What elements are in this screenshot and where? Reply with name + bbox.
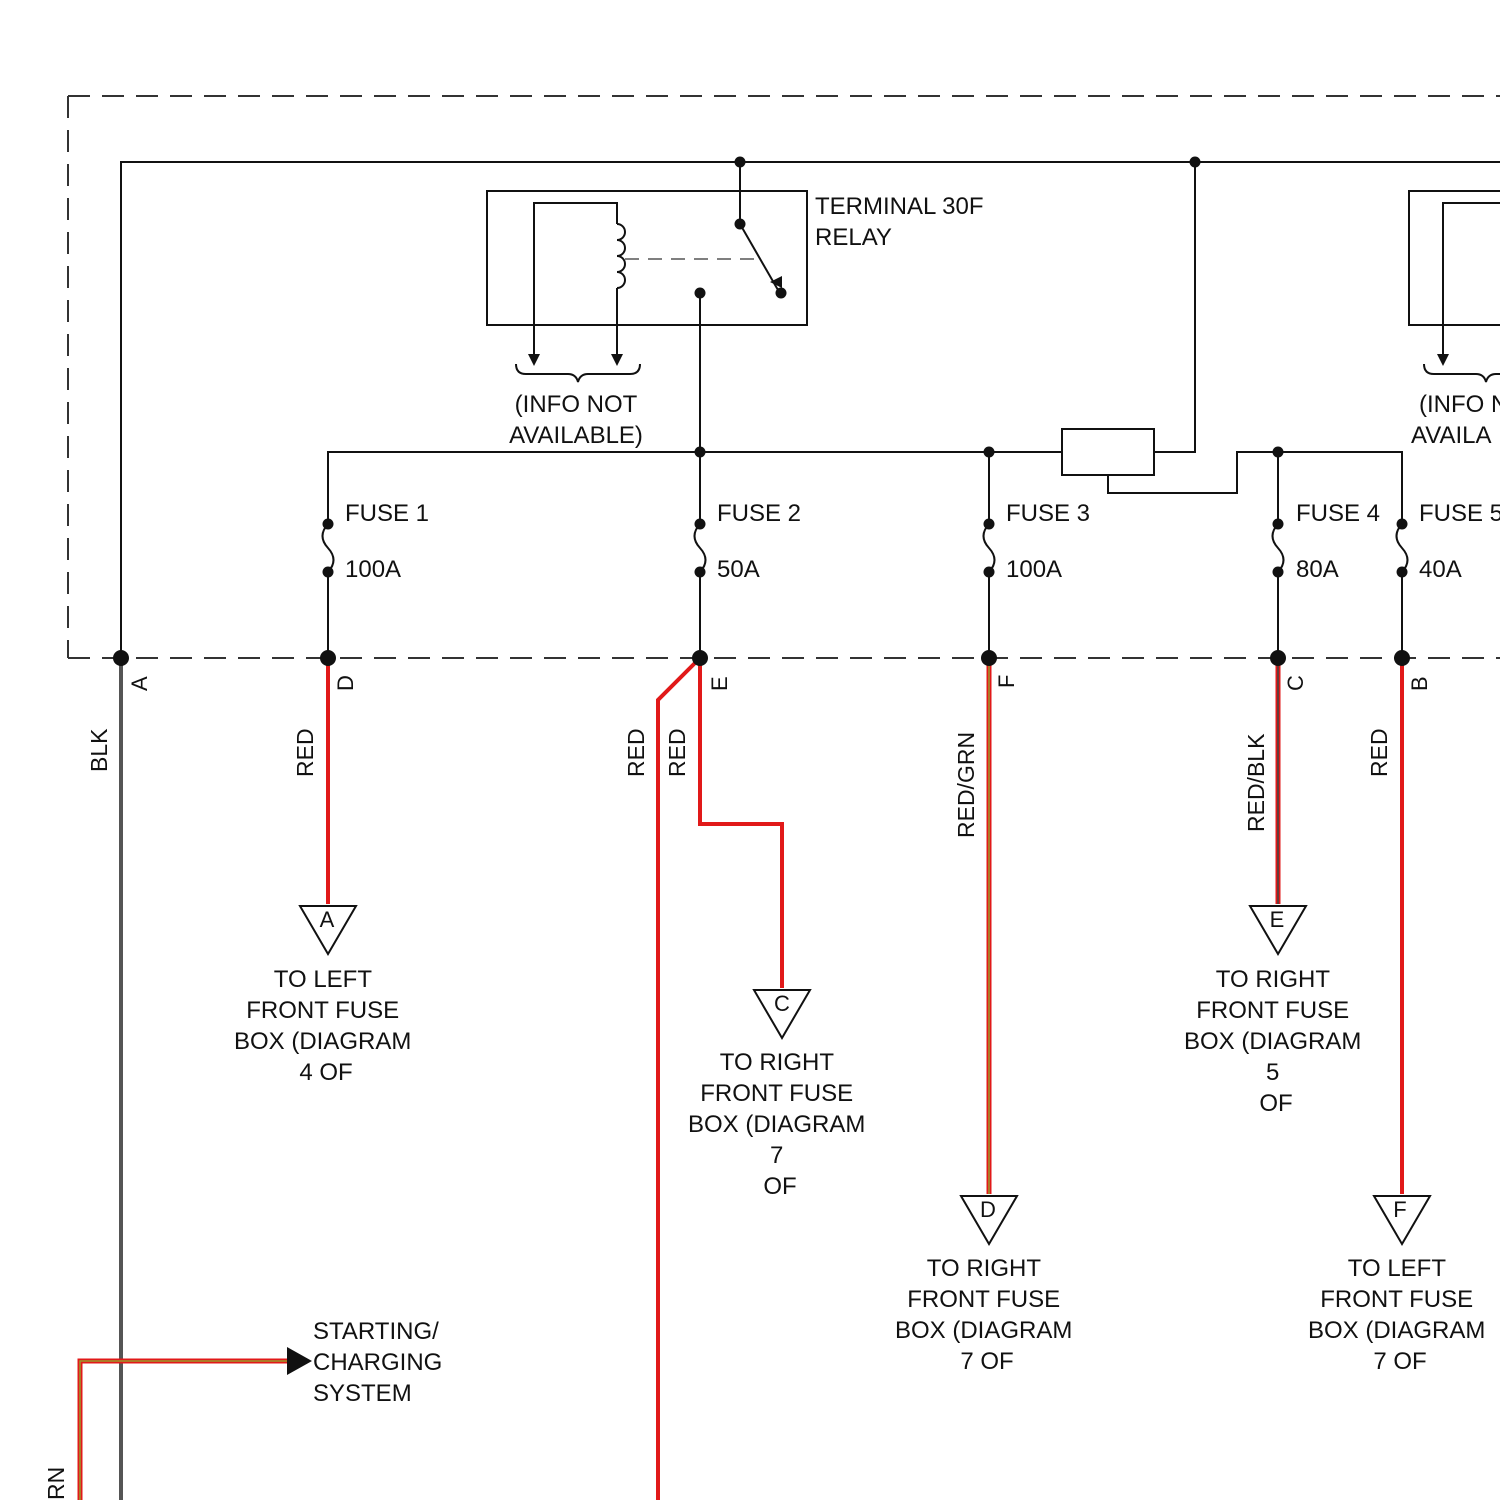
connector-c-line4: 7 — [770, 1142, 783, 1169]
fuse-2: FUSE 2 50A — [692, 500, 801, 583]
wire-bottom-left-label: RN — [43, 1467, 69, 1500]
connector-e-line2: FRONT FUSE — [1196, 997, 1349, 1024]
connector-a-line1: TO LEFT — [274, 966, 373, 993]
connector-e: E TO RIGHT FRONT FUSE BOX (DIAGRAM 5 OF — [1184, 906, 1368, 1117]
connector-d-letter: D — [980, 1197, 996, 1222]
connector-d-line2: FRONT FUSE — [907, 1286, 1060, 1313]
connector-d: D TO RIGHT FRONT FUSE BOX (DIAGRAM 7 OF — [895, 1196, 1079, 1375]
connector-a-line2: FRONT FUSE — [246, 997, 399, 1024]
fuse-4-name: FUSE 4 — [1296, 500, 1380, 527]
connector-c-line3: BOX (DIAGRAM — [688, 1111, 865, 1138]
fuse-2-name: FUSE 2 — [717, 500, 801, 527]
connector-d-line3: BOX (DIAGRAM — [895, 1317, 1072, 1344]
connector-f: F TO LEFT FRONT FUSE BOX (DIAGRAM 7 OF — [1308, 1196, 1492, 1375]
system-line3: SYSTEM — [313, 1380, 412, 1407]
pin-d-label: D — [333, 675, 358, 691]
fuse-4: FUSE 4 80A — [1270, 500, 1380, 583]
external-wires — [80, 658, 1402, 1500]
connector-f-line3: BOX (DIAGRAM — [1308, 1317, 1485, 1344]
starting-charging-system: STARTING/ CHARGING SYSTEM — [313, 1318, 449, 1407]
connector-e-letter: E — [1270, 907, 1285, 932]
svg-text:TO RIGHT FRONT FUSE: TO RIGHT FRONT FUSE BOX (DIAGRAM 7 OF — [895, 1255, 1079, 1375]
second-relay: (INFO N AVAILA — [1409, 191, 1500, 449]
svg-text:TO RIGHT FRONT FUSE: TO RIGHT FRONT FUSE BOX (DIAGRAM 7 OF — [688, 1049, 872, 1200]
fusible-link — [1062, 429, 1154, 475]
connector-d-line1: TO RIGHT — [927, 1255, 1042, 1282]
svg-text:TO LEFT FRONT FUSE: TO LEFT FRONT FUSE BOX (DIAGRAM 4 OF — [234, 966, 418, 1086]
pin-b-label: B — [1407, 676, 1432, 691]
relay-right-info-line2: AVAILA — [1411, 422, 1491, 449]
fuse-5-name: FUSE 5 — [1419, 500, 1500, 527]
relay-name-line2: RELAY — [815, 224, 892, 251]
connector-f-letter: F — [1393, 1197, 1406, 1222]
terminal-30f-relay: TERMINAL 30F RELAY (INFO NOT AVAILABLE) — [487, 162, 983, 452]
connector-c-line5: OF — [763, 1173, 796, 1200]
connector-a-line3: BOX (DIAGRAM — [234, 1028, 411, 1055]
connector-d-line4: 7 OF — [960, 1348, 1013, 1375]
fuse-5-rating: 40A — [1419, 556, 1462, 583]
relay-right-info-line1: (INFO N — [1419, 391, 1500, 418]
fuse-box-outline — [68, 96, 1500, 658]
relay-info-line1: (INFO NOT — [515, 391, 638, 418]
svg-text:STARTING/ CHARGING: STARTING/ CHARGING SYSTEM — [313, 1318, 449, 1407]
connector-c-line2: FRONT FUSE — [700, 1080, 853, 1107]
connector-c: C TO RIGHT FRONT FUSE BOX (DIAGRAM 7 OF — [688, 990, 872, 1200]
fuse-5: FUSE 5 40A — [1394, 500, 1500, 583]
wire-e-right-label: RED — [664, 728, 690, 777]
fuse-1: FUSE 1 100A — [320, 500, 429, 583]
fuse-4-rating: 80A — [1296, 556, 1339, 583]
pin-f-label: F — [994, 675, 1019, 688]
pin-e-label: E — [707, 676, 732, 691]
wire-f-label: RED/GRN — [953, 732, 979, 838]
fuse-3-rating: 100A — [1006, 556, 1062, 583]
svg-text:TO RIGHT FRONT FUSE: TO RIGHT FRONT FUSE BOX (DIAGRAM 5 OF — [1184, 966, 1368, 1117]
fuse-1-rating: 100A — [345, 556, 401, 583]
relay-info-line2: AVAILABLE) — [509, 422, 643, 449]
fuse-3-name: FUSE 3 — [1006, 500, 1090, 527]
fuse-2-rating: 50A — [717, 556, 760, 583]
svg-text:TO LEFT FRONT FUSE: TO LEFT FRONT FUSE BOX (DIAGRAM 7 OF — [1308, 1255, 1492, 1375]
fuse-1-name: FUSE 1 — [345, 500, 429, 527]
connector-a-letter: A — [320, 907, 335, 932]
connector-e-line3: BOX (DIAGRAM — [1184, 1028, 1361, 1055]
connector-c-letter: C — [774, 991, 790, 1016]
fuse-3: FUSE 3 100A — [981, 500, 1090, 583]
wire-b-label: RED — [1366, 728, 1392, 777]
pin-c-label: C — [1283, 675, 1308, 691]
box-pins: A D E F C B — [113, 650, 1432, 691]
wire-c-label: RED/BLK — [1243, 733, 1269, 832]
connector-e-line5: OF — [1259, 1090, 1292, 1117]
wire-e-left-label: RED — [623, 728, 649, 777]
connector-c-line1: TO RIGHT — [720, 1049, 835, 1076]
connector-f-line1: TO LEFT — [1348, 1255, 1447, 1282]
wire-d-label: RED — [292, 728, 318, 777]
connector-f-line2: FRONT FUSE — [1320, 1286, 1473, 1313]
connector-e-line1: TO RIGHT — [1216, 966, 1331, 993]
connector-a-line4: 4 OF — [299, 1059, 352, 1086]
wire-blk-label: BLK — [86, 728, 112, 772]
system-line1: STARTING/ — [313, 1318, 439, 1345]
connector-f-line4: 7 OF — [1373, 1348, 1426, 1375]
connector-a: A TO LEFT FRONT FUSE BOX (DIAGRAM 4 OF — [234, 906, 418, 1086]
relay-name-line1: TERMINAL 30F — [815, 193, 983, 220]
pin-a-label: A — [127, 676, 152, 691]
connector-e-line4: 5 — [1266, 1059, 1279, 1086]
system-line2: CHARGING — [313, 1349, 442, 1376]
